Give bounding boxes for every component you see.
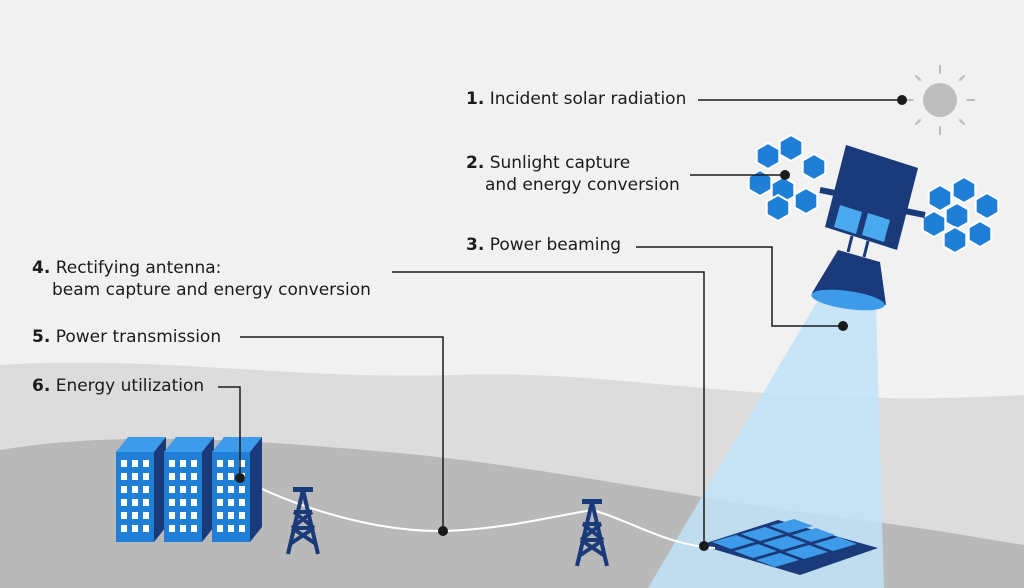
leader-line-step3 <box>636 246 843 327</box>
rectenna-tile <box>814 537 857 551</box>
solar-cell <box>793 186 819 216</box>
step4-text-line2: beam capture and energy conversion <box>52 280 371 300</box>
building-icon <box>212 437 262 542</box>
satellite-icon <box>747 133 1000 311</box>
solar-cell <box>755 141 781 171</box>
solar-array-left-icon <box>747 133 827 223</box>
step2-number: 2. <box>466 153 485 173</box>
leader-dot <box>897 95 907 105</box>
leader-dot <box>699 541 709 551</box>
solar-cell <box>974 191 1000 221</box>
leader-dot <box>438 526 448 536</box>
leader-lines <box>218 99 902 546</box>
solar-array-right-icon <box>921 175 1000 255</box>
solar-cell <box>951 175 977 205</box>
step5-text: Power transmission <box>55 327 222 347</box>
leader-line-step4 <box>392 271 705 546</box>
leader-dot <box>838 321 848 331</box>
label-step4: 4. Rectifying antenna: beam capture and … <box>32 257 371 301</box>
step1-number: 1. <box>466 89 485 109</box>
solar-cell <box>747 168 773 198</box>
leader-line-step6 <box>218 386 241 478</box>
rectenna-icon <box>700 519 878 575</box>
power-beam <box>648 300 884 588</box>
label-step2: 2. Sunlight capture and energy conversio… <box>466 152 680 196</box>
leader-dot <box>780 170 790 180</box>
label-step5: 5. Power transmission <box>32 326 221 348</box>
leader-line-step5 <box>240 336 444 531</box>
pylon-icon <box>575 499 609 567</box>
step5-number: 5. <box>32 327 51 347</box>
step6-text: Energy utilization <box>55 376 205 396</box>
sun-icon <box>905 65 975 135</box>
label-step3: 3. Power beaming <box>466 234 621 256</box>
step3-text: Power beaming <box>489 235 622 255</box>
rectenna-tile <box>785 545 828 559</box>
leader-dots <box>235 95 907 551</box>
building-icon <box>164 437 214 542</box>
rectenna-tile <box>770 519 813 533</box>
step2-text-line2: and energy conversion <box>485 175 680 195</box>
rectenna-tile <box>763 536 806 550</box>
step4-text-line1: Rectifying antenna: <box>55 258 222 278</box>
rectenna-tile <box>741 527 784 541</box>
step6-number: 6. <box>32 376 51 396</box>
label-step1: 1. Incident solar radiation <box>466 88 686 110</box>
solar-cell <box>967 219 993 249</box>
step3-number: 3. <box>466 235 485 255</box>
rectenna-tile <box>756 553 799 567</box>
step4-number: 4. <box>32 258 51 278</box>
rectenna-tile <box>712 535 755 549</box>
rectenna-tile <box>792 528 835 542</box>
rectenna-tile <box>734 544 777 558</box>
transmission-wire <box>239 477 716 549</box>
pylon-icon <box>286 487 320 555</box>
step1-text: Incident solar radiation <box>489 89 687 109</box>
solar-cell <box>944 201 970 231</box>
solar-cell <box>921 209 947 239</box>
solar-cell <box>765 193 791 223</box>
solar-cell <box>778 133 804 163</box>
step2-text-line1: Sunlight capture <box>489 153 631 173</box>
leader-dot <box>235 473 245 483</box>
solar-cell <box>801 152 827 182</box>
solar-cell <box>942 225 968 255</box>
label-step6: 6. Energy utilization <box>32 375 204 397</box>
building-icon <box>116 437 166 542</box>
solar-cell <box>927 183 953 213</box>
